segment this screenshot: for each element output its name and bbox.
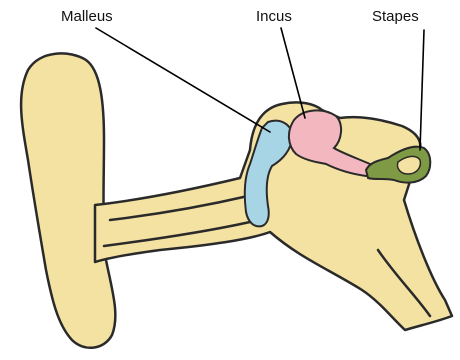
pinna — [21, 53, 115, 347]
label-incus: Incus — [256, 9, 292, 24]
leader-malleus — [96, 28, 270, 132]
label-stapes: Stapes — [372, 9, 419, 24]
leader-stapes — [420, 30, 424, 150]
label-malleus: Malleus — [61, 9, 113, 24]
